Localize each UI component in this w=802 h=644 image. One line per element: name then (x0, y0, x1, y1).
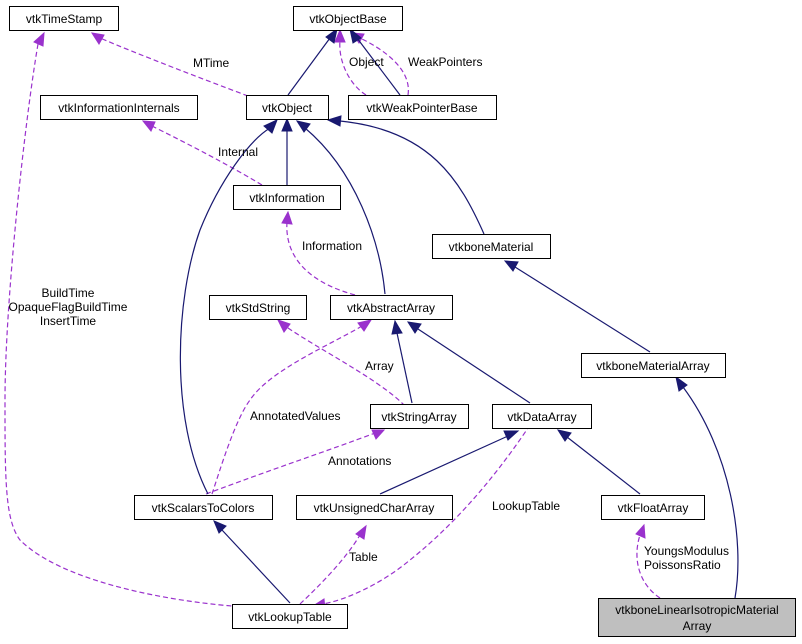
edge-array (277, 319, 406, 407)
edge-label-lookuptable: LookupTable (492, 499, 560, 513)
node-vtkstringarray[interactable]: vtkStringArray (370, 404, 469, 429)
edge-label-buildtime: BuildTime (42, 286, 95, 300)
node-vtktimestamp[interactable]: vtkTimeStamp (9, 6, 119, 31)
edge-label-poissonsratio: PoissonsRatio (644, 558, 721, 572)
node-label: vtkFloatArray (618, 501, 689, 515)
node-label: vtkboneMaterialArray (596, 359, 709, 373)
edge-lookuptable-to-scalarstocolors (213, 520, 291, 604)
node-label: vtkAbstractArray (347, 301, 435, 315)
node-label: vtkStringArray (381, 410, 456, 424)
edge-label-information: Information (302, 239, 362, 253)
node-label: vtkboneMaterial (449, 240, 534, 254)
edge-dataarray-to-abstractarray (406, 321, 531, 404)
edge-label-inserttime: InsertTime (40, 314, 97, 328)
node-vtkbonematerial[interactable]: vtkboneMaterial (432, 234, 551, 259)
edge-label-annotations: Annotations (328, 454, 391, 468)
edge-label-table: Table (349, 550, 378, 564)
node-label: vtkInformation (249, 191, 324, 205)
edge-bonematerialarray-to-bonematerial (503, 260, 651, 353)
node-label: vtkObject (262, 101, 313, 115)
edge-youngsmodulus (635, 523, 661, 599)
edge-object-objectbase (334, 28, 367, 96)
node-label: vtkUnsignedCharArray (314, 501, 435, 515)
edge-unsignedchar-to-dataarray (379, 430, 520, 495)
node-label: vtkTimeStamp (26, 12, 103, 26)
node-vtkinformationinternals[interactable]: vtkInformationInternals (40, 95, 198, 120)
edge-linisomaterialarray-to-bonematerialarray (675, 375, 739, 599)
edge-label-opaqueflagbuildtime: OpaqueFlagBuildTime (9, 300, 128, 314)
edge-label-internal: Internal (218, 145, 258, 159)
edge-internal (141, 120, 263, 186)
edge-label-array: Array (365, 359, 394, 373)
edge-bonematerial-to-object (326, 115, 485, 235)
node-label: vtkDataArray (507, 410, 576, 424)
edge-label-object: Object (349, 55, 384, 69)
edge-abstractarray-to-object (295, 120, 386, 295)
edge-floatarray-to-dataarray (556, 429, 641, 495)
edge-label-annotatedvalues: AnnotatedValues (250, 409, 341, 423)
node-vtkstdstring[interactable]: vtkStdString (209, 295, 307, 320)
edge-label-mtime: MTime (193, 56, 230, 70)
edge-object-to-objectbase (287, 27, 338, 96)
node-vtklookuptable[interactable]: vtkLookupTable (232, 604, 348, 629)
edge-annotations (205, 429, 386, 495)
edge-scalarstocolors-to-object (179, 119, 278, 495)
node-label: vtkLookupTable (248, 610, 332, 624)
edge-label-youngsmodulus: YoungsModulus (644, 544, 729, 558)
node-label: vtkScalarsToColors (152, 501, 255, 515)
edge-label-weakpointers: WeakPointers (408, 55, 482, 69)
node-vtkabstractarray[interactable]: vtkAbstractArray (330, 295, 453, 320)
node-vtkinformation[interactable]: vtkInformation (233, 185, 341, 210)
edge-buildtime (4, 31, 233, 607)
node-vtkweakpointerbase[interactable]: vtkWeakPointerBase (348, 95, 497, 120)
node-vtkunsignedchararray[interactable]: vtkUnsignedCharArray (296, 495, 453, 520)
node-vtkobject[interactable]: vtkObject (246, 95, 329, 120)
node-vtkbonelinearisotropicmaterialarray[interactable]: vtkboneLinearIsotropicMaterial Array (598, 598, 796, 637)
edge-table (299, 524, 367, 605)
node-vtkfloatarray[interactable]: vtkFloatArray (601, 495, 705, 520)
node-label: vtkStdString (226, 301, 291, 315)
node-vtkbonematerialarray[interactable]: vtkboneMaterialArray (581, 353, 726, 378)
node-label: vtkObjectBase (309, 12, 387, 26)
node-vtkdataarray[interactable]: vtkDataArray (492, 404, 592, 429)
node-label: vtkInformationInternals (58, 101, 179, 115)
edge-weakptr-to-objectbase (349, 27, 401, 96)
edge-annotatedvalues (211, 319, 373, 495)
edge-mtime (90, 32, 249, 97)
edge-information-to-object (281, 117, 293, 185)
node-label: vtkWeakPointerBase (366, 101, 477, 115)
node-label-line2: Array (683, 619, 712, 633)
node-vtkscalarstocolors[interactable]: vtkScalarsToColors (134, 495, 273, 520)
node-label-line1: vtkboneLinearIsotropicMaterial (615, 603, 778, 617)
node-vtkobjectbase[interactable]: vtkObjectBase (293, 6, 403, 31)
edge-stringarray-to-abstractarray (391, 319, 413, 404)
edge-information (281, 210, 356, 296)
